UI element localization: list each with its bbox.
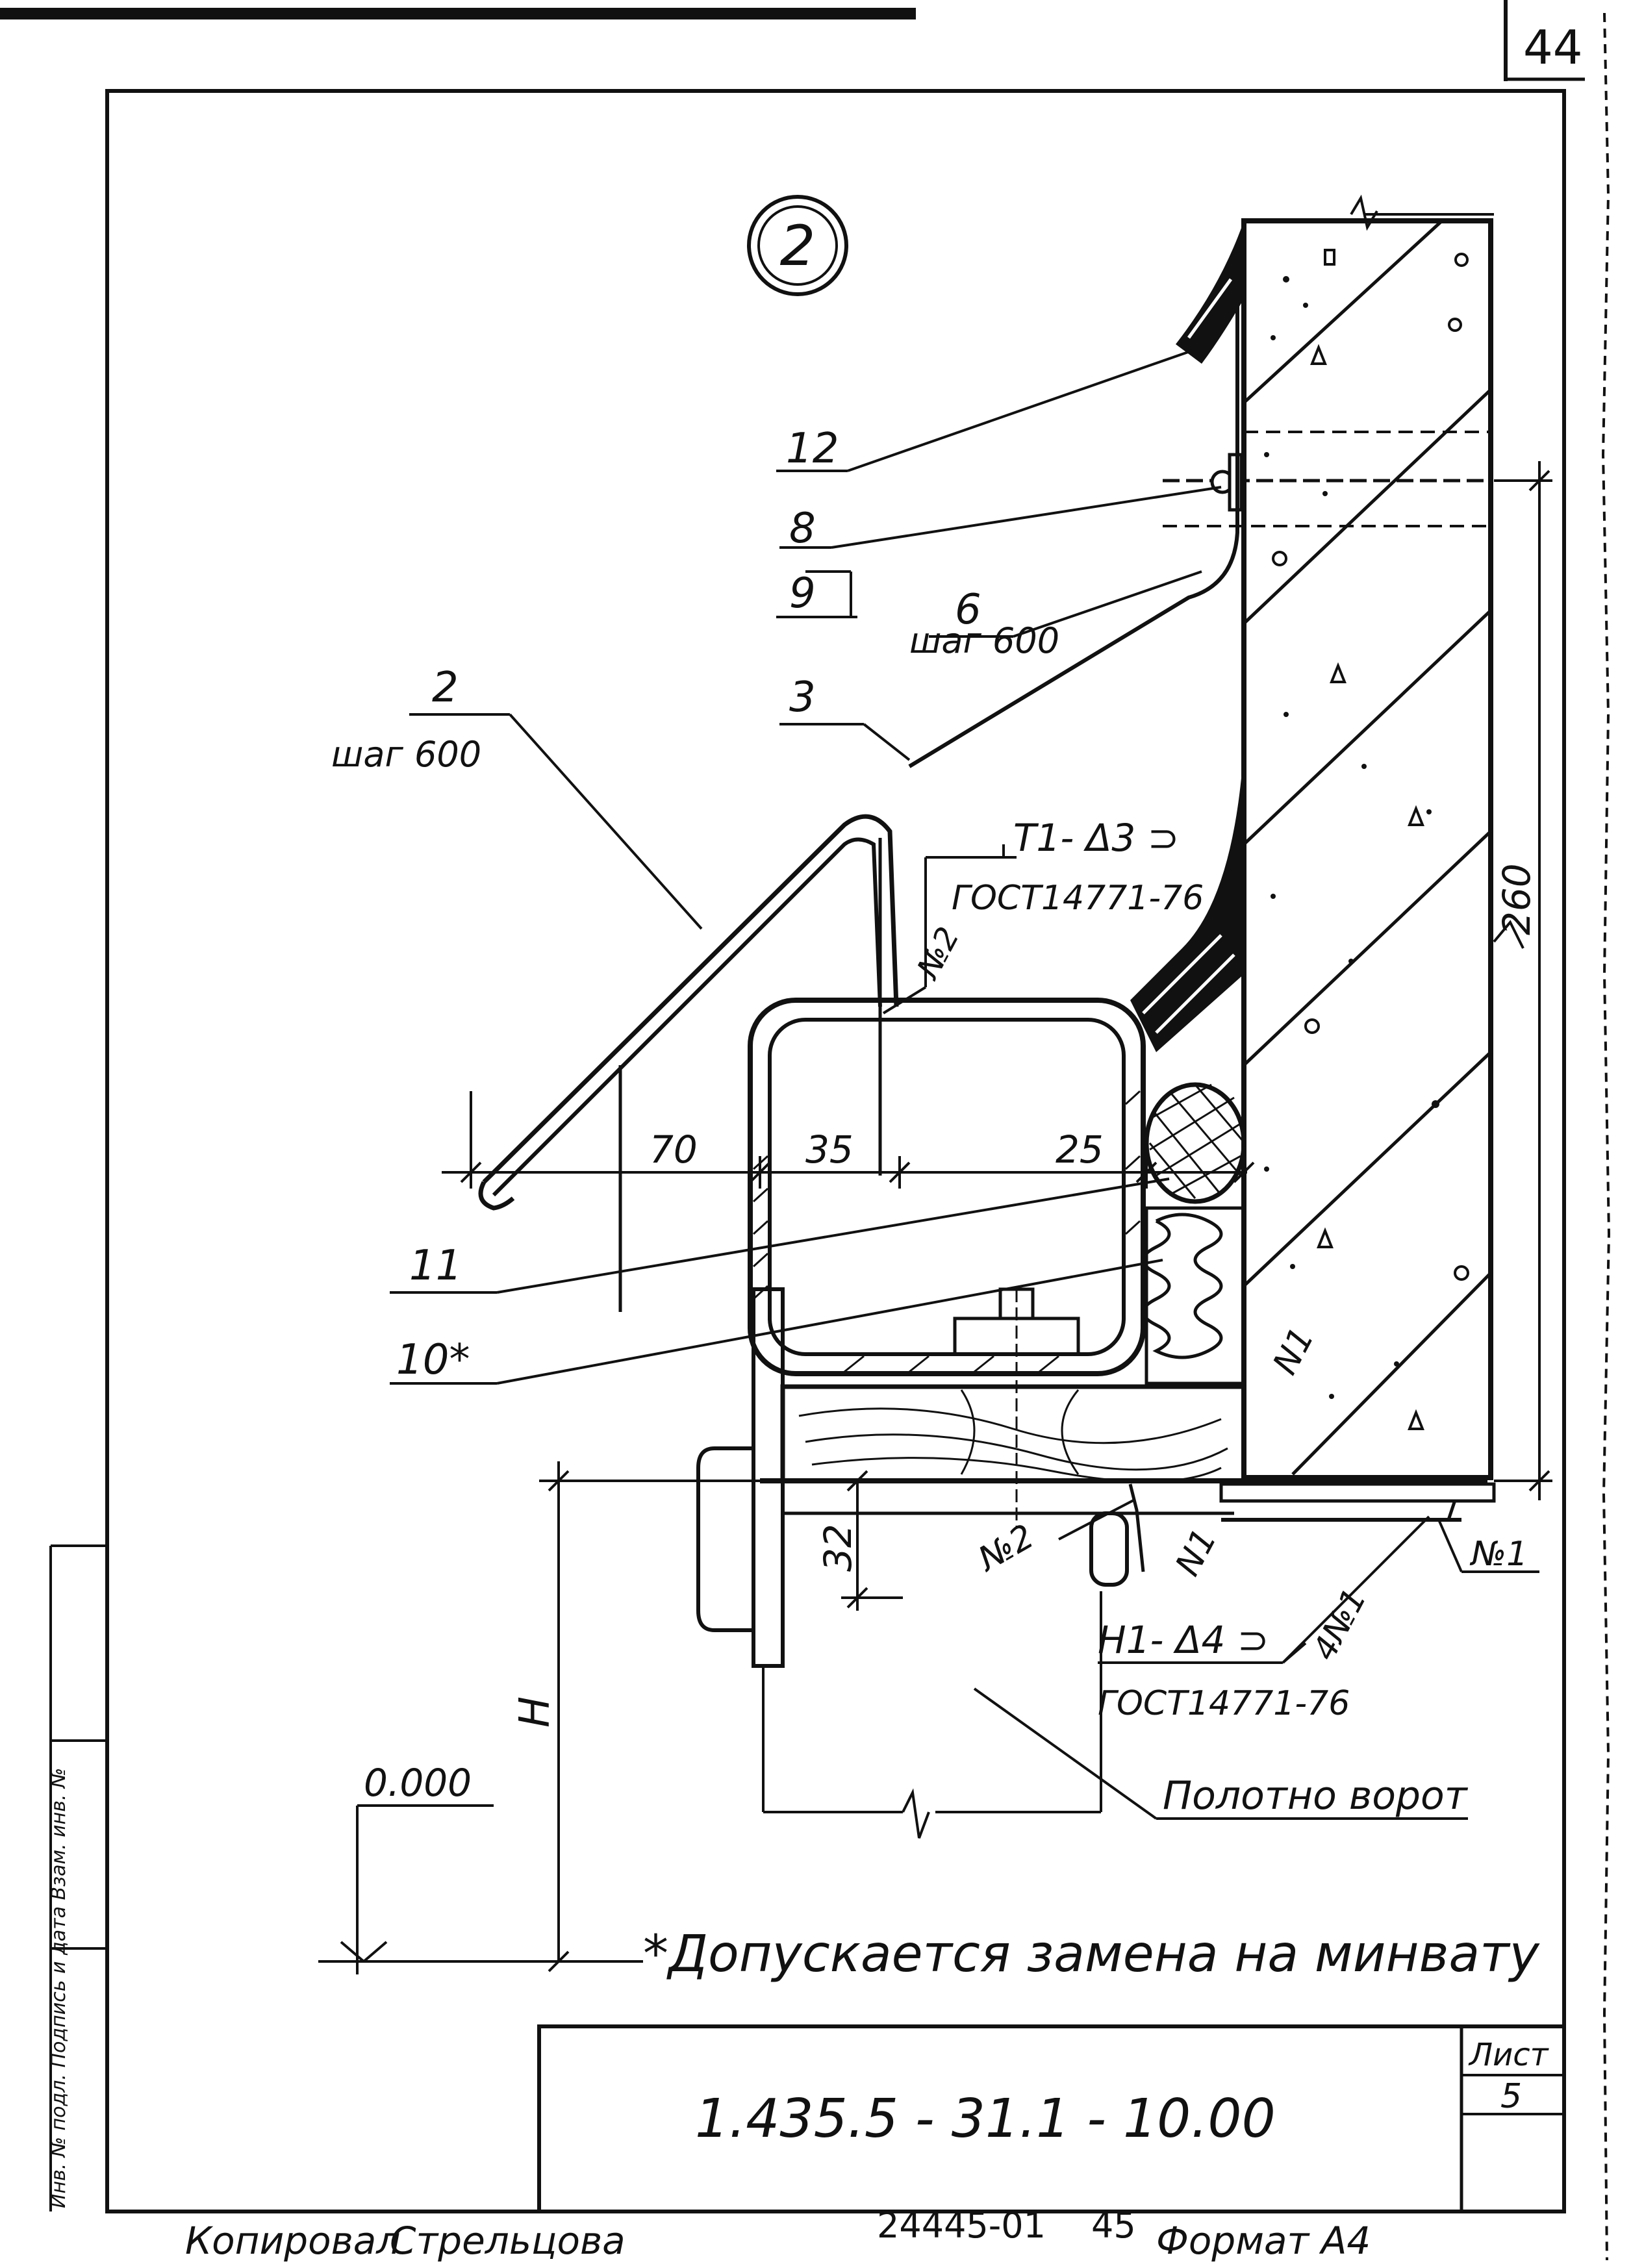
lower-sealant [1130,747,1244,1052]
callout-n1-lower: N1 [1169,1522,1225,1582]
callout-n2-upper: №2 [909,921,967,986]
title-block: 1.435.5 - 31.1 - 10.00 Лист 5 [537,2024,1566,2213]
page-number: 44 [1523,20,1583,75]
dim-h: H [511,1696,559,1728]
view-mark: 2 [747,195,848,296]
bottom-strip: Копировал Стрельцова 24445-01 45 Формат … [185,2205,1371,2263]
callout-11: 11 [409,1242,462,1290]
archive-number: 24445-01 [877,2205,1046,2246]
weld-upper-standard: ГОСТ14771-76 [952,879,1204,918]
view-mark-number: 2 [780,214,816,279]
drawing-designation: 1.435.5 - 31.1 - 10.00 [695,2088,1276,2150]
wall-hatching [1243,220,1492,1476]
callout-n2-lower: №2 [970,1517,1041,1580]
archive-page: 45 [1091,2205,1136,2246]
top-border-line [0,8,916,19]
callout-6-step: шаг 600 [909,620,1059,661]
insulation [1141,1213,1223,1359]
gate-leaf-label: Полотно ворот [1163,1773,1469,1819]
sealing-cord [1144,1082,1246,1204]
callout-12: 12 [786,425,839,473]
dim-32: 32 [816,1524,860,1572]
note-replacement: *Допускается замена на минвату [643,1925,1541,1984]
dim-70: 70 [650,1128,698,1172]
side-stamp-text: Инв. № подл. Подпись и дата Взам. инв. № [47,1768,70,2208]
gate-leaf [762,1591,1102,1839]
callout-8: 8 [789,505,816,553]
concrete-wall [1163,194,1494,1480]
callout-2: 2 [432,664,459,712]
weld-lower-standard: ГОСТ14771-76 [1098,1684,1350,1723]
wooden-bar [780,1384,1246,1483]
leader-lines [390,349,1539,1820]
callout-3: 3 [789,674,816,722]
frame-profile [696,1287,1496,1668]
dimension-labels: 70 35 25 260 32 H 0.000 [364,863,1539,1805]
rectangular-tube [748,998,1146,1376]
weld-symbols: Т1- Δ3 ⊃ ГОСТ14771-76 Н1- Δ4 ⊃ ГОСТ14771… [952,816,1350,1723]
copier-name: Стрельцова [390,2219,626,2263]
callout-9: 9 [789,570,816,618]
dim-260: 260 [1495,863,1539,935]
drip-bracket [478,814,899,1312]
callout-4n1: 4№1 [1305,1582,1373,1666]
wall-aggregate [1264,253,1469,1399]
callout-10: 10* [396,1336,470,1384]
flashing-sheet [908,305,1239,768]
weld-lower-symbol: Н1- Δ4 ⊃ [1098,1618,1269,1662]
dimension-lines [318,461,1552,1974]
sheet-label: Лист [1468,2037,1550,2073]
dim-25: 25 [1056,1128,1104,1172]
format-label: Формат А4 [1156,2219,1371,2263]
callout-n1-right: №1 [1469,1535,1528,1574]
side-stamp-block: Инв. № подл. Подпись и дата Взам. инв. № [47,1544,107,2211]
upper-sealant [1176,221,1244,364]
tube-bolt [953,1287,1080,1526]
sheet-number: 5 [1500,2077,1522,2116]
sheet-cut-edge [1601,12,1611,2261]
weld-upper-symbol: Т1- Δ3 ⊃ [1013,816,1179,860]
wall-aggregate-triangles [1310,249,1424,1430]
callout-2-step: шаг 600 [331,734,481,775]
dim-35: 35 [805,1128,854,1172]
copied-by-label: Копировал [185,2219,400,2263]
callout-6: 6 [955,586,981,634]
level-mark: 0.000 [364,1761,472,1805]
